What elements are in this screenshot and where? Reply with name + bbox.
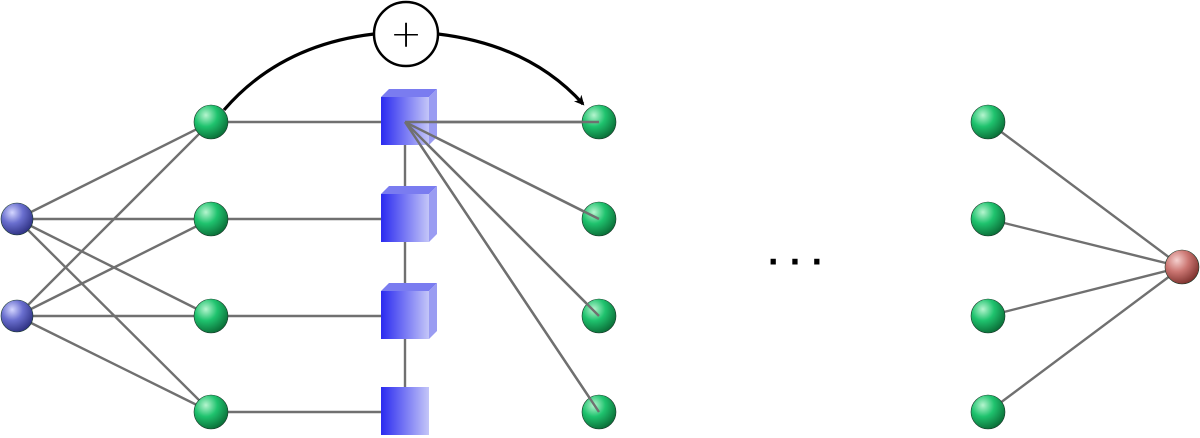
input-node (0, 299, 34, 333)
hidden-node (193, 201, 229, 237)
edge (987, 265, 1183, 318)
cube-top-face (381, 89, 437, 97)
hidden-node (193, 298, 229, 334)
skip-arrow-right (437, 32, 585, 106)
cube-front-face (381, 291, 429, 339)
edge (16, 121, 212, 317)
block-cube (381, 283, 437, 339)
hidden-node (970, 201, 1006, 237)
edge (987, 217, 1183, 269)
skip-connection: + (222, 0, 585, 112)
edge (987, 266, 1183, 413)
output-node (1164, 249, 1200, 285)
cube-front-face (381, 387, 429, 435)
edge (16, 217, 212, 318)
block-cube (381, 186, 437, 242)
edge (404, 121, 600, 317)
input-node (0, 202, 34, 236)
edge (404, 121, 600, 413)
cube-front-face (381, 194, 429, 242)
cube-side-face (429, 89, 437, 145)
skip-arrow-left (222, 32, 375, 112)
cube-side-face (429, 283, 437, 339)
edge (16, 120, 212, 221)
hidden-node (193, 104, 229, 140)
cube-top-face (381, 186, 437, 194)
block-cube (381, 387, 429, 435)
cube-side-face (429, 186, 437, 242)
sum-operator-label: + (390, 12, 422, 56)
ellipsis: · · · (767, 245, 822, 280)
hidden-node (970, 104, 1006, 140)
edge (404, 120, 600, 221)
edge (16, 314, 212, 414)
sum-operator-circle (372, 0, 440, 68)
block-cube (381, 89, 437, 145)
hidden-node (970, 298, 1006, 334)
hidden-node (970, 394, 1006, 430)
cube-top-face (381, 283, 437, 291)
hidden-node (193, 394, 229, 430)
edge (987, 121, 1183, 268)
